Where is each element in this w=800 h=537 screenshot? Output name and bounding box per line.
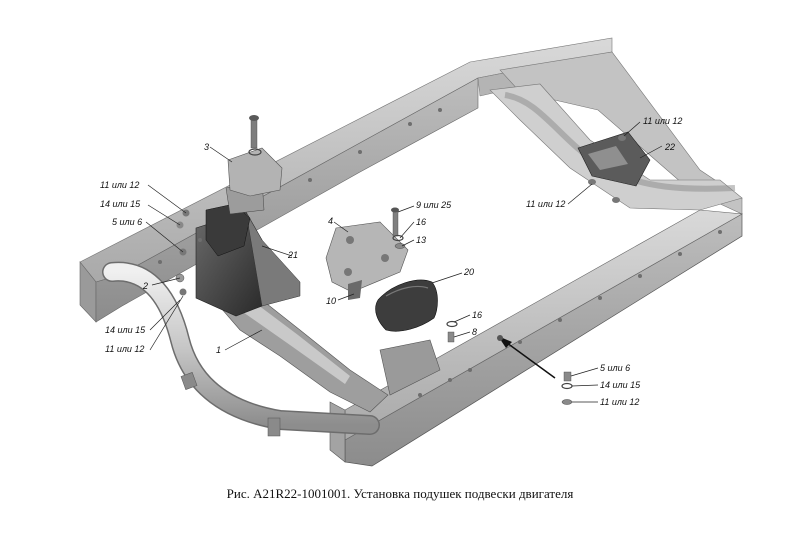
callout-labels: 3 11 или 12 14 или 15 5 или 6 21 2 14 ил…: [100, 116, 682, 407]
rail-holes: [158, 108, 722, 397]
callout-11-12-left-bottom: 11 или 12: [105, 344, 144, 354]
bracket-4: [325, 221, 409, 300]
callout-11-12-right-mid: 11 или 12: [526, 199, 565, 209]
engine-mount-crossbeam: [213, 291, 441, 413]
bolt-8-stack: [446, 320, 458, 343]
leader-lines: [145, 121, 663, 403]
callout-2: 2: [142, 281, 148, 291]
callout-4: 4: [328, 216, 333, 226]
callout-16-top: 16: [416, 217, 426, 227]
upper-bracket: [227, 115, 283, 197]
front-cross-tube: [102, 261, 380, 437]
left-mount-bracket: [195, 179, 301, 317]
callout-14-15-left-top: 14 или 15: [100, 199, 141, 209]
callout-5-6-right: 5 или 6: [600, 363, 630, 373]
bolt-9-25-stack: [391, 207, 406, 249]
callout-11-12-left-top: 11 или 12: [100, 180, 139, 190]
callout-10: 10: [326, 296, 336, 306]
callout-5-6-left: 5 или 6: [112, 217, 142, 227]
callout-22: 22: [664, 142, 675, 152]
right-mount-22: [577, 131, 651, 203]
callout-11-12-right-bottom: 11 или 12: [600, 397, 639, 407]
figure-caption: Рис. A21R22-1001001. Установка подушек п…: [226, 486, 574, 501]
right-side-rail: [329, 209, 743, 467]
callout-11-12-right-top: 11 или 12: [643, 116, 682, 126]
callout-13: 13: [416, 235, 426, 245]
cushion-20: [375, 279, 438, 332]
callout-20: 20: [463, 267, 474, 277]
callout-16-bottom: 16: [472, 310, 482, 320]
callout-9-25: 9 или 25: [416, 200, 452, 210]
callout-21: 21: [287, 250, 298, 260]
callout-14-15-left-bottom: 14 или 15: [105, 325, 146, 335]
callout-8: 8: [472, 327, 477, 337]
callout-1: 1: [216, 345, 221, 355]
callout-3: 3: [204, 142, 209, 152]
callout-14-15-right: 14 или 15: [600, 380, 641, 390]
